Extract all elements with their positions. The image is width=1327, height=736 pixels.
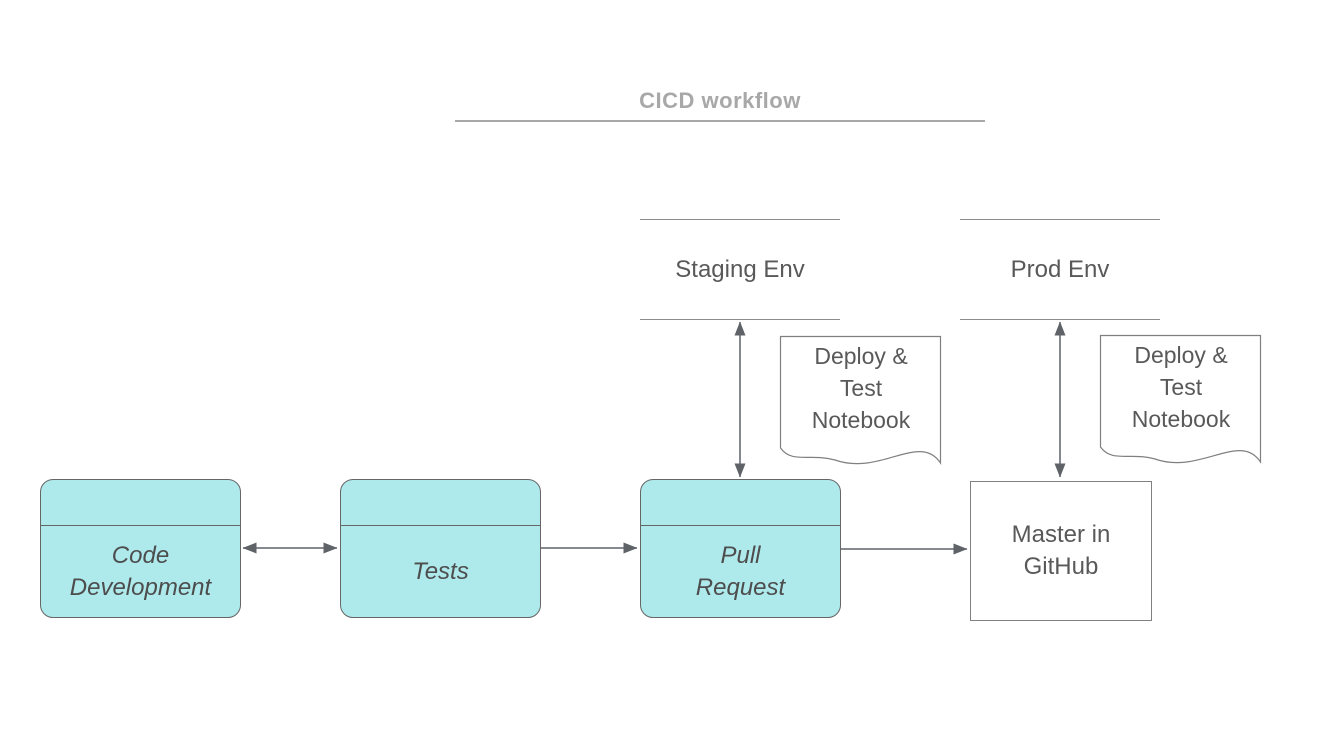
staging-env-container: Staging Env bbox=[640, 219, 840, 320]
code-development-label: Code Development bbox=[69, 541, 212, 601]
diagram-title-block: CICD workflow bbox=[455, 82, 985, 122]
document-shape-icon bbox=[1099, 334, 1262, 464]
node-header-band bbox=[641, 480, 840, 526]
prod-env-container: Prod Env bbox=[960, 219, 1160, 320]
pull-request-label: Pull Request bbox=[695, 541, 786, 601]
master-github-label: Master in GitHub bbox=[1011, 521, 1111, 580]
node-master-github: Master in GitHub bbox=[970, 481, 1152, 621]
node-tests: Tests bbox=[340, 479, 541, 618]
document-staging-notebook: Deploy & Test Notebook bbox=[779, 335, 942, 476]
node-body: Code Development bbox=[41, 526, 240, 617]
document-shape-icon bbox=[779, 335, 942, 465]
staging-env-label: Staging Env bbox=[675, 255, 805, 283]
diagram-title: CICD workflow bbox=[639, 88, 801, 113]
node-pull-request: Pull Request bbox=[640, 479, 841, 618]
staging-notebook-label: Deploy & Test Notebook bbox=[811, 343, 911, 433]
node-header-band bbox=[341, 480, 540, 526]
tests-label: Tests bbox=[412, 557, 469, 585]
node-code-development: Code Development bbox=[40, 479, 241, 618]
prod-notebook-label: Deploy & Test Notebook bbox=[1131, 342, 1231, 432]
prod-env-label: Prod Env bbox=[1010, 255, 1110, 283]
document-prod-notebook: Deploy & Test Notebook bbox=[1099, 334, 1262, 475]
node-header-band bbox=[41, 480, 240, 526]
node-body: Tests bbox=[341, 526, 540, 617]
node-body: Pull Request bbox=[641, 526, 840, 617]
